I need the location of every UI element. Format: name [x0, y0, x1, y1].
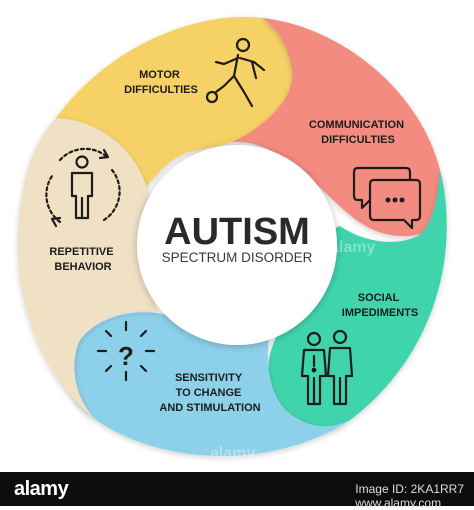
diagram-title: AUTISM	[164, 211, 310, 253]
segment-sensitivity	[68, 312, 351, 457]
svg-text:?: ?	[118, 341, 134, 371]
diagram-area: AUTISM SPECTRUM DISORDER MOTOR DIFFICULT…	[17, 16, 447, 462]
watermark: alamy alamy alamy	[30, 35, 375, 462]
footer-bar: alamy Image ID: 2KA1RR7 www.alamy.com	[0, 472, 474, 510]
svg-text:alamy: alamy	[30, 35, 75, 52]
person-kicking-ball-icon	[205, 37, 266, 108]
svg-text:alamy: alamy	[330, 239, 375, 256]
diagram-subtitle: SPECTRUM DISORDER	[162, 250, 313, 265]
label-motor: MOTOR DIFFICULTIES	[124, 69, 198, 96]
alamy-logo[interactable]: alamy	[14, 478, 69, 500]
label-sensitivity: SENSITIVITY TO CHANGE AND STIMULATION	[159, 372, 260, 414]
label-repetitive: REPETITIVE BEHAVIOR	[49, 246, 116, 273]
segment-repetitive	[17, 118, 158, 420]
label-communication: COMMUNICATION DIFFICULTIES	[309, 119, 407, 146]
person-cycle-icon	[45, 147, 121, 228]
svg-text:alamy: alamy	[210, 445, 255, 462]
speech-bubbles-icon	[352, 166, 422, 230]
center-disk	[137, 145, 337, 345]
autism-cycle-diagram: AUTISM SPECTRUM DISORDER MOTOR DIFFICULT…	[17, 16, 447, 462]
label-social: SOCIAL IMPEDIMENTS	[342, 292, 418, 319]
question-mark-burst-icon: ?	[96, 320, 156, 382]
two-people-icon	[300, 329, 354, 406]
